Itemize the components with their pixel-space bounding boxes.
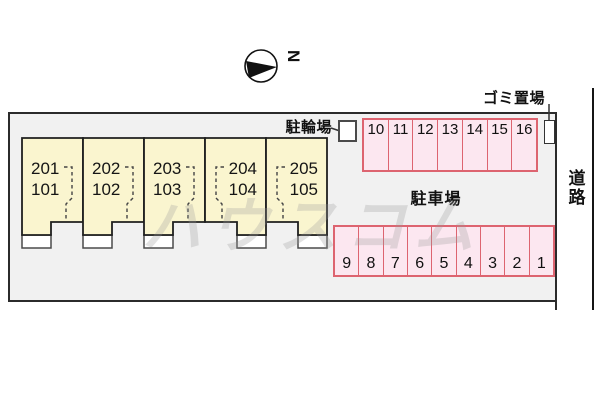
parking-space: 4	[455, 227, 480, 275]
parking-space: 8	[358, 227, 383, 275]
compass: N	[244, 49, 303, 83]
parking-space: 11	[387, 120, 413, 170]
parking-space: 9	[335, 227, 359, 275]
parking-space: 12	[412, 120, 438, 170]
garbage-area-box	[544, 120, 555, 144]
parking-space: 3	[479, 227, 505, 275]
parking-space: 1	[528, 227, 553, 275]
parking-space: 14	[461, 120, 487, 170]
parking-space: 13	[437, 120, 462, 170]
parking-space: 15	[486, 120, 512, 170]
parking-space: 5	[431, 227, 456, 275]
compass-needle	[246, 61, 277, 78]
road-edge-line	[592, 88, 594, 310]
car-parking-label: 駐車場	[410, 191, 462, 208]
site-border-extension	[555, 300, 557, 310]
bicycle-parking-label: 駐輪場	[285, 119, 332, 136]
bicycle-parking-box	[338, 120, 357, 142]
road-label: 道路	[565, 169, 585, 207]
compass-north-label: N	[284, 50, 303, 62]
parking-space: 2	[504, 227, 529, 275]
garbage-area-label: ゴミ置場	[483, 90, 546, 107]
parking-space: 7	[382, 227, 407, 275]
compass-circle	[244, 49, 278, 83]
parking-space: 16	[511, 120, 537, 170]
parking-space: 6	[406, 227, 432, 275]
parking-space: 10	[364, 120, 388, 170]
